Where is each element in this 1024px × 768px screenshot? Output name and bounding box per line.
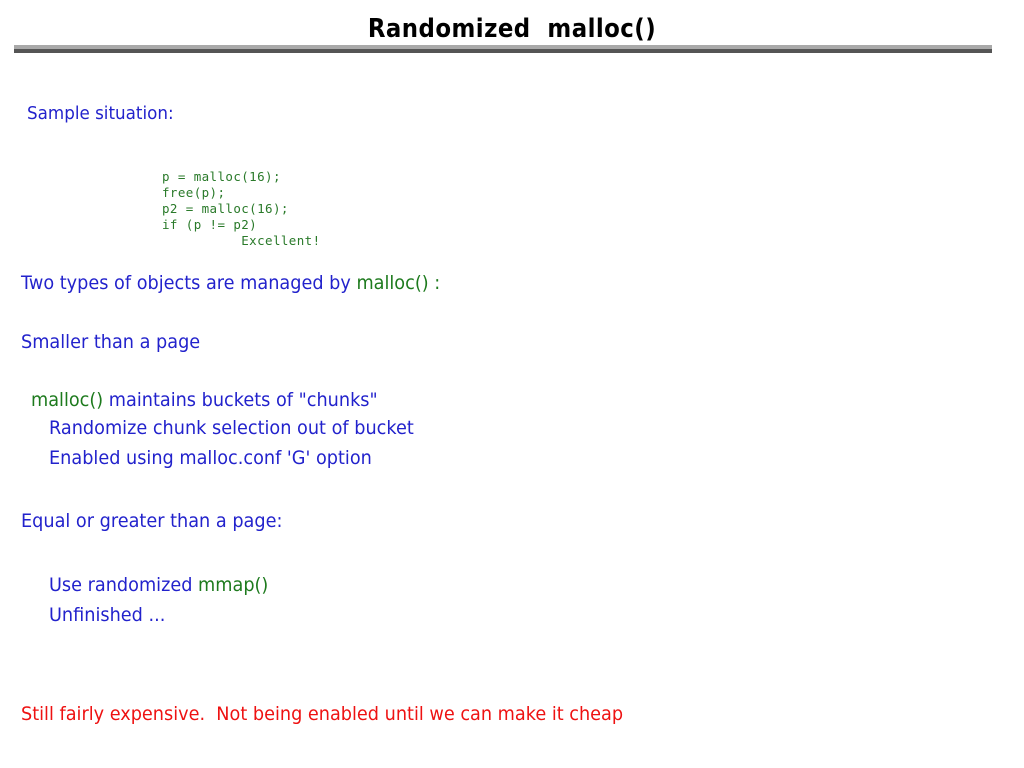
footer-note-expensive: Still fairly expensive. Not being enable… <box>21 703 624 725</box>
heading-smaller-than-page: Smaller than a page <box>21 331 201 353</box>
inline-code-malloc: malloc() <box>31 389 104 411</box>
inline-code-mmap: mmap() <box>198 574 269 596</box>
inline-code-malloc: malloc() : <box>356 272 441 294</box>
title-divider <box>14 45 992 53</box>
sample-situation-label: Sample situation: <box>27 103 174 124</box>
bullet-two-types-text: Two types of objects are managed by <box>21 272 357 294</box>
code-line: p2 = malloc(16); <box>162 200 289 216</box>
page-title: Randomized malloc() <box>367 14 657 44</box>
bullet-buckets-text: maintains buckets of "chunks" <box>103 389 378 411</box>
bullet-use-randomized-mmap: Use randomized mmap() <box>49 570 268 600</box>
divider-bottom-edge <box>14 49 992 53</box>
code-line: if (p != p2) <box>162 216 258 232</box>
code-block: p = malloc(16);free(p);p2 = malloc(16);i… <box>162 169 321 249</box>
bullet-use-randomized-text: Use randomized <box>49 574 199 596</box>
bullet-two-types: Two types of objects are managed by mall… <box>21 268 440 298</box>
divider-top-edge <box>14 45 992 49</box>
code-line: free(p); <box>162 184 226 200</box>
bullet-enabled-option: Enabled using malloc.conf 'G' option <box>49 447 372 469</box>
code-line: p = malloc(16); <box>162 168 281 184</box>
heading-equal-or-greater: Equal or greater than a page: <box>21 510 283 532</box>
bullet-unfinished: Unfinished ... <box>49 604 166 626</box>
code-line: Excellent! <box>162 232 321 248</box>
bullet-randomize-chunk: Randomize chunk selection out of bucket <box>49 417 414 439</box>
bullet-buckets: malloc() maintains buckets of "chunks" <box>31 385 378 415</box>
